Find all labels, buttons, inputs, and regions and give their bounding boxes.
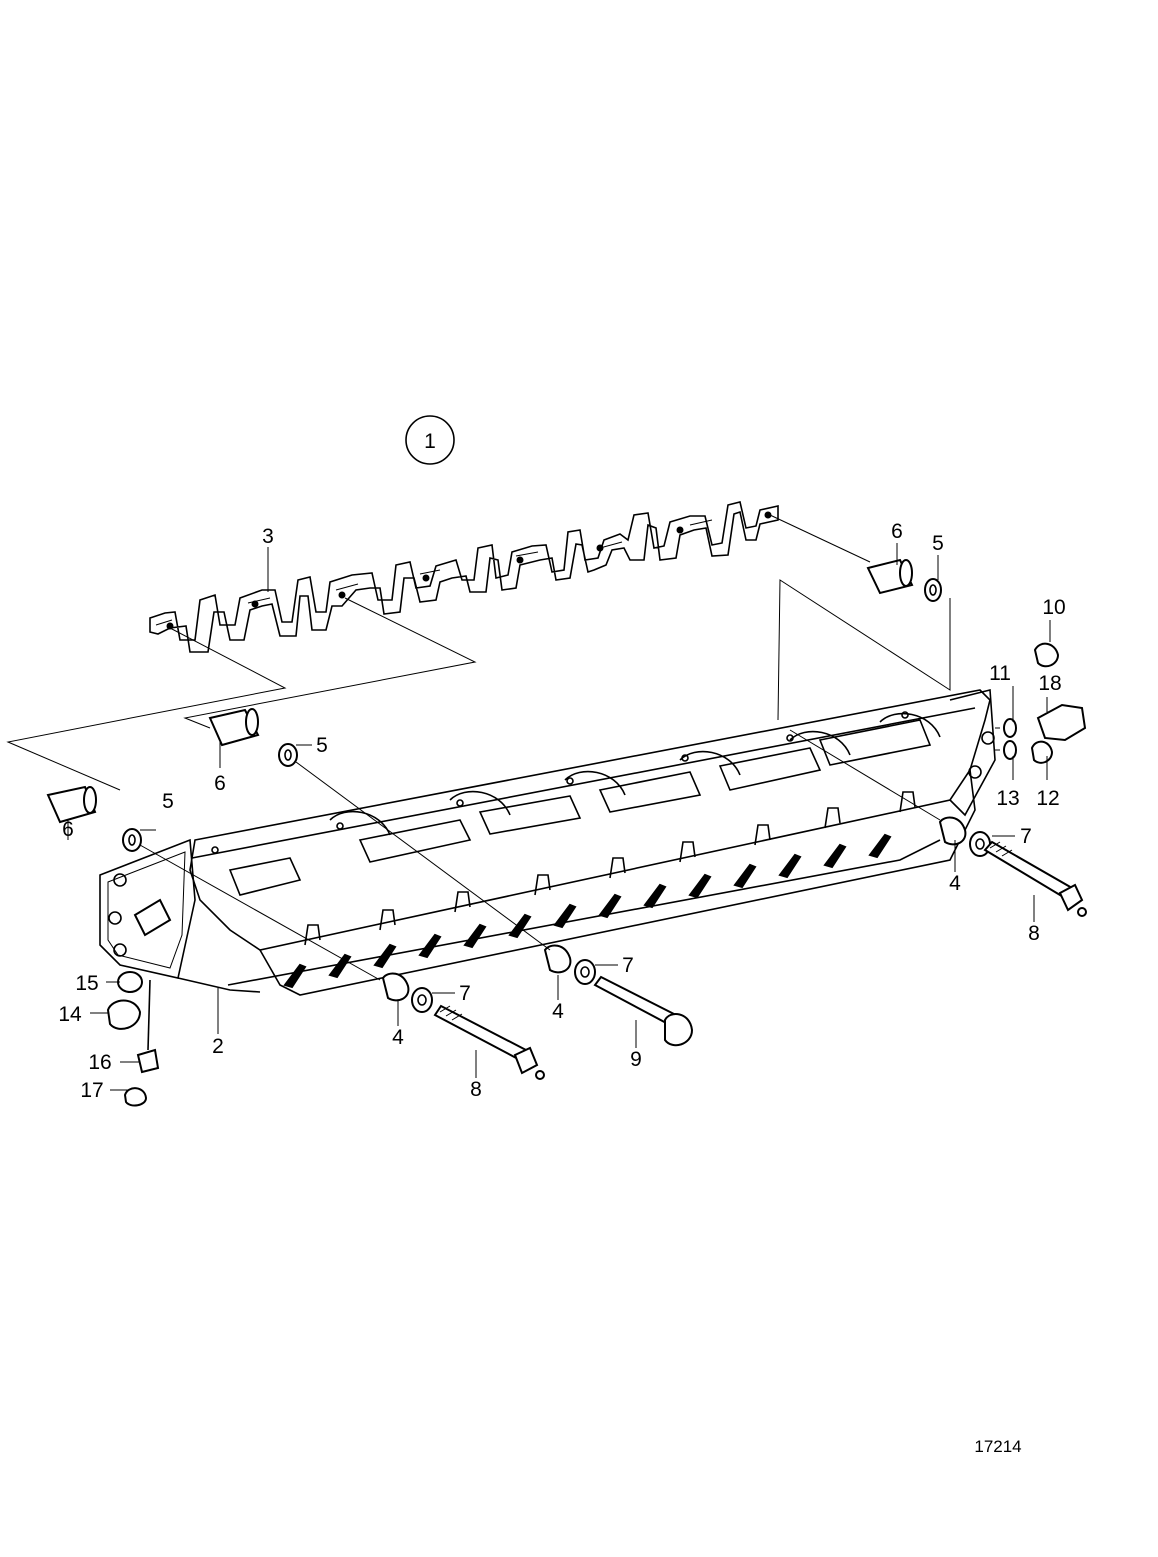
label-12: 12	[1036, 787, 1059, 810]
label-2: 2	[212, 1035, 224, 1058]
leader-lines	[6, 514, 1051, 1091]
label-3: 3	[262, 525, 274, 548]
spacer-middle	[208, 708, 298, 767]
fittings-right	[995, 642, 1087, 764]
label-18: 18	[1038, 672, 1061, 695]
label-5-left: 5	[162, 790, 174, 813]
spacer-top-right	[866, 558, 942, 602]
label-7-right: 7	[1020, 825, 1032, 848]
drawing-reference-number: 17214	[974, 1437, 1021, 1456]
label-6-top: 6	[891, 520, 903, 543]
sleeve-center	[543, 944, 596, 985]
label-4-left: 4	[392, 1026, 404, 1049]
label-8-left: 8	[470, 1078, 482, 1101]
bolt-left	[433, 1004, 545, 1080]
spacer-left	[46, 785, 142, 852]
bolt-right	[983, 840, 1087, 917]
label-4-center: 4	[552, 1000, 564, 1023]
label-10: 10	[1042, 596, 1065, 619]
assembly-callout: 1	[405, 415, 455, 465]
label-5-mid: 5	[316, 734, 328, 757]
label-7-center: 7	[622, 954, 634, 977]
bolt-center	[593, 975, 694, 1047]
sleeve-left	[381, 972, 433, 1013]
label-6-left: 6	[62, 818, 74, 841]
label-13: 13	[996, 787, 1019, 810]
label-11: 11	[989, 662, 1011, 685]
label-16: 16	[88, 1051, 111, 1074]
label-7-left: 7	[459, 982, 471, 1005]
label-9: 9	[630, 1048, 642, 1071]
label-15: 15	[75, 972, 98, 995]
label-4-right: 4	[949, 872, 961, 895]
part-labels: 3 6 5 10 11 18 13 12 6 5 6 5 7 4 8 7 4 9…	[58, 520, 1065, 1102]
wave-heater-strip	[149, 501, 779, 653]
label-8-right: 8	[1028, 922, 1040, 945]
assembly-callout-number: 1	[424, 430, 436, 453]
label-14: 14	[58, 1003, 82, 1026]
manifold-body	[99, 688, 996, 996]
label-5-top: 5	[932, 532, 944, 555]
fittings-left	[106, 898, 172, 1107]
label-6-mid: 6	[214, 772, 226, 795]
label-17: 17	[80, 1079, 103, 1102]
sleeve-right	[938, 816, 991, 857]
